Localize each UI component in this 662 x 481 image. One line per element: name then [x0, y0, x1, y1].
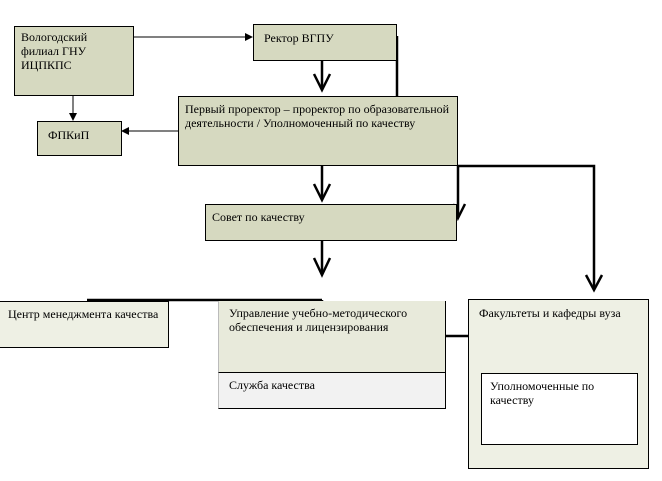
department-label: Управление учебно-методического обеспече…	[229, 306, 408, 334]
vologda-branch-label: Вологодский филиал ГНУ ИЦПКПС	[21, 30, 88, 72]
quality-service-label: Служба качества	[229, 378, 315, 392]
arrow-rector-to-prorector	[312, 61, 332, 93]
qm-center-box: Центр менеджмента качества	[0, 301, 169, 348]
quality-council-label: Совет по качеству	[212, 210, 305, 224]
quality-council-box: Совет по качеству	[205, 204, 457, 241]
first-prorector-box: Первый проректор – проректор по образова…	[178, 96, 458, 166]
rector-label: Ректор ВГПУ	[264, 31, 334, 45]
department-box: Управление учебно-методического обеспече…	[218, 301, 446, 373]
fpkip-label: ФПКиП	[48, 128, 90, 142]
fpkip-box: ФПКиП	[37, 121, 122, 156]
authorized-persons-label: Уполномоченные по качеству	[490, 379, 595, 407]
arrow-prorector-to-council	[312, 166, 332, 203]
rector-box: Ректор ВГПУ	[253, 24, 397, 61]
vologda-branch-box: Вологодский филиал ГНУ ИЦПКПС	[14, 26, 134, 96]
arrow-prorector-to-faculties	[458, 164, 604, 293]
authorized-persons-box: Уполномоченные по качеству	[481, 373, 638, 445]
arrow-council-to-department	[312, 241, 332, 278]
faculties-label: Факультеты и кафедры вуза	[479, 306, 621, 320]
first-prorector-label: Первый проректор – проректор по образова…	[185, 102, 450, 130]
qm-center-label: Центр менеджмента качества	[8, 307, 159, 321]
quality-service-box: Служба качества	[218, 373, 446, 409]
